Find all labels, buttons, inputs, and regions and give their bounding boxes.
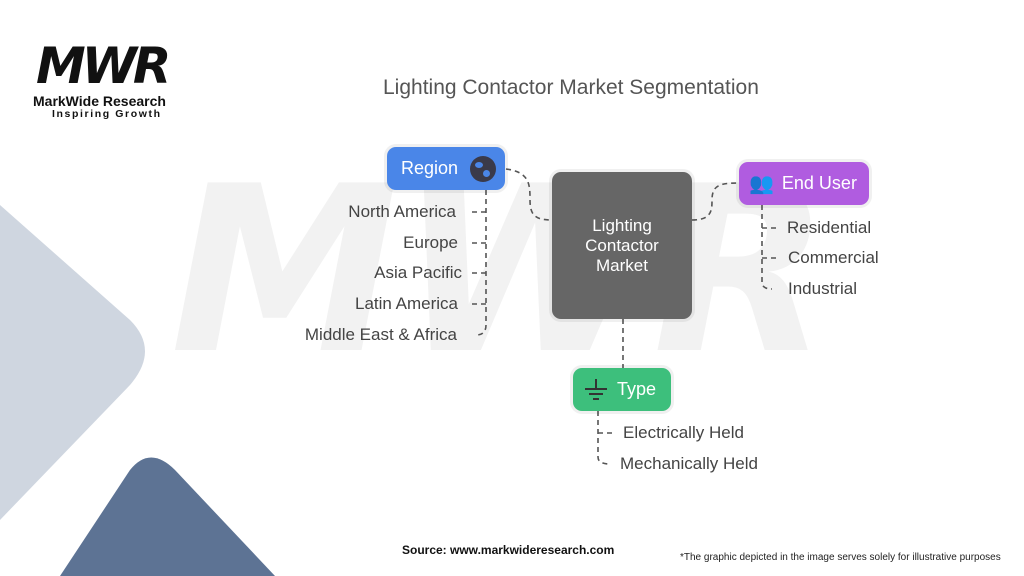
center-label-line: Market <box>596 255 648 275</box>
bg-shape-light <box>0 205 145 520</box>
center-node: Lighting Contactor Market <box>552 172 692 319</box>
center-label-line: Contactor <box>585 235 659 255</box>
logo-mark: MWR <box>36 37 171 95</box>
region-item: Middle East & Africa <box>304 325 457 344</box>
logo-name: MarkWide Research <box>33 93 166 109</box>
end-user-item: Industrial <box>788 279 857 298</box>
center-label-line: Lighting <box>592 215 652 235</box>
disclaimer-note: *The graphic depicted in the image serve… <box>680 552 1001 563</box>
type-label: Type <box>617 379 657 399</box>
region-label: Region <box>401 158 459 178</box>
users-refresh-icon: 👥 <box>749 173 774 195</box>
type-item: Mechanically Held <box>620 454 758 473</box>
region-item: North America <box>348 202 456 221</box>
globe-icon <box>470 155 497 182</box>
region-item: Latin America <box>355 294 458 313</box>
end-user-item: Residential <box>787 218 872 237</box>
logo-tagline: Inspiring Growth <box>52 108 162 120</box>
bg-shape-dark <box>60 457 275 576</box>
diagram-title: Lighting Contactor Market Segmentation <box>383 76 759 99</box>
source-text: Source: www.markwideresearch.com <box>402 543 615 557</box>
ground-icon <box>585 378 607 400</box>
region-node: Region <box>387 147 505 190</box>
type-node: Type <box>573 368 671 411</box>
end-user-item: Commercial <box>788 248 879 267</box>
type-item: Electrically Held <box>623 423 744 442</box>
end-user-node: 👥 End User <box>739 162 869 205</box>
region-item: Asia Pacific <box>374 263 462 282</box>
connectors <box>472 168 776 465</box>
end-user-label: End User <box>781 173 857 193</box>
region-item: Europe <box>403 233 458 252</box>
